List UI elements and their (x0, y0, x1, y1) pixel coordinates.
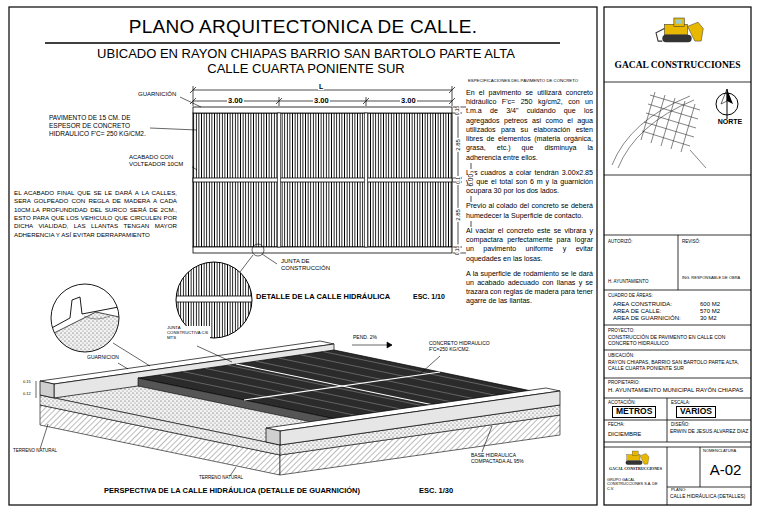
spec-title: ESPECIFICACIONES DEL PAVIMENTO DE CONCRE… (467, 79, 579, 83)
cell-value: A-02 (704, 461, 747, 478)
title-block-cell: NOMENCLATURA A-02 (701, 448, 750, 486)
part-label: GUARNICION (86, 355, 120, 360)
title-block-cell: NORTE (605, 83, 750, 174)
title-block-cell: GACAL CONSTRUCCIONES GRUPO GACAL CONSTRUC… (605, 448, 666, 504)
cell-heading: PROPIETARIO: (608, 380, 640, 385)
cell-heading: REVISÓ: (682, 239, 742, 244)
title-block-cell: REVISÓ: ING. RESPONSABLE DE OBRA (679, 236, 750, 289)
dimension: 3.00 (400, 97, 417, 105)
cell-value: H. AYUNTAMIENTO MUNICIPAL RAYÓN CHIAPAS (608, 387, 748, 394)
part-label: CONCRETO HIDRAULICO F'C=250 KG/CM2. (428, 341, 510, 353)
title-block-cell: ACOTACIÓN:METROS (605, 399, 666, 419)
note: ACABADO CON VOLTEADOR 10CM (128, 154, 192, 168)
dimension: 3.00 (227, 97, 244, 105)
note: EL ACABADO FINAL QUE SE LE DARÁ A LA CAL… (13, 189, 178, 239)
cell-value: 600 M2 (700, 301, 720, 308)
title-block-cell: GACAL CONSTRUCCIONES (605, 10, 750, 81)
title-block-cell: PROYECTO: CONSTRUCCIÓN DE PAVIMENTO EN CA… (605, 326, 750, 349)
part-label: TERRENO NATURAL (198, 476, 244, 481)
cell-value: ING. RESPONSABLE DE OBRA (682, 276, 748, 281)
title-block-cell: PROPIETARIO: H. AYUNTAMIENTO MUNICIPAL RA… (605, 379, 750, 397)
sheet-title: PLANO ARQUITECTONICA DE CALLE. (0, 16, 606, 38)
cell-heading: GACAL CONSTRUCCIONES (607, 60, 748, 71)
part-label: GUARNICIÓN (137, 91, 177, 98)
cell-value: 30 M2 (700, 315, 717, 322)
dimension: 0.12 (22, 392, 32, 396)
title-block-cell: ESCALA:VARIOS (668, 399, 750, 419)
spec-paragraph: A la superficie de rodamiento se le dará… (466, 270, 593, 307)
detail-title: PERSPECTIVA DE LA CALLE HIDRÁULICA (DETA… (103, 487, 361, 495)
spec-paragraph: En el pavimento se utilizará concreto hi… (466, 89, 593, 163)
part-label: JUNTA CONSTRUCTIVA C/6 MTS (166, 326, 210, 341)
dimension: 0.1 (455, 176, 460, 185)
cell-value: CONSTRUCCIÓN DE PAVIMENTO EN CALLE CON C… (608, 335, 747, 347)
title-block-cell: AUTORIZÓ: H. AYUNTAMIENTO (605, 236, 677, 289)
slope-note: PEND. 2% (352, 335, 378, 340)
cell-value: 570 M2 (700, 308, 720, 315)
spec-paragraph: Al vaciar el concreto este se vibrara y … (466, 227, 593, 264)
cell-heading: NORTE (713, 118, 747, 126)
title-block-cell: UBICACIÓN: RAYON CHIAPAS, BARRIO SAN BART… (605, 351, 750, 377)
dimension: 6.00 (468, 172, 475, 187)
cell-heading: GACAL CONSTRUCCIONES (607, 467, 664, 472)
cell-value: METROS (612, 406, 656, 418)
cell-heading: NOMENCLATURA (703, 449, 748, 454)
cell-value: AREA CONSTRUIDA: (613, 301, 672, 308)
cell-value: DICIEMBRE (608, 431, 664, 438)
cell-heading: FECHA: (608, 422, 625, 427)
cell-value: GRUPO GACAL CONSTRUCCIONES S.A. DE C.V. (607, 478, 664, 491)
subtitle: UBICADO EN RAYON CHIAPAS BARRIO SAN BART… (80, 47, 532, 77)
dimension: 2.85 (455, 138, 461, 152)
dimension: 0.15 (455, 104, 460, 116)
part-label: TERRENO NATURAL (12, 449, 58, 454)
part-label: BASE HIDRAULICA COMPACTADA AL 95% (470, 453, 550, 465)
cell-heading: ESCALA: (671, 400, 690, 405)
cell-heading: UBICACIÓN: (608, 353, 634, 358)
spec-paragraph: Previo al colado del concreto se deberá … (466, 202, 593, 220)
title-block-cell: FECHA: DICIEMBRE (605, 421, 666, 441)
part-label: JUNTA DE CONSTRUCCIÓN (280, 258, 330, 272)
spec-column: En el pavimento se utilizará concreto hi… (466, 89, 593, 307)
cell-value: CALLE HIDRÁULICA (DETALLES) (670, 494, 749, 500)
title-block-cell: PLANO:CALLE HIDRÁULICA (DETALLES) (668, 488, 750, 505)
cell-heading: DISEÑO: (671, 422, 690, 427)
dimension: 0.15 (22, 380, 32, 384)
note: PAVIMENTO DE 15 CM. DE ESPESOR DE CONCRE… (48, 114, 150, 137)
cell-heading: CUADRO DE ÁREAS: (608, 293, 653, 298)
title-block-cell: CUADRO DE ÁREAS: AREA CONSTRUIDA: 600 M2 AR… (605, 291, 750, 324)
detail-title: DETALLE DE LA CALLE HIDRÁULICA (255, 293, 391, 301)
scale-note: ESC. 1/30 (418, 487, 454, 495)
cell-heading: PROYECTO: (608, 328, 634, 333)
cell-value: AREA DE CALLE: (613, 308, 661, 315)
cell-heading: PLANO: (671, 488, 686, 493)
cell-value: VARIOS (676, 406, 716, 418)
dimension: 2.85 (455, 208, 461, 222)
cell-value: AREA DE GUARNICIÓN: (613, 315, 681, 322)
dimension: L (318, 83, 324, 90)
dimension: 0.15 (455, 244, 460, 256)
cell-value: RAYON CHIAPAS, BARRIO SAN BARTOLO PARTE … (608, 360, 747, 372)
title-block-cell: DISEÑO: ERWIN DE JESUS ALVAREZ DIAZ (668, 421, 750, 441)
cell-value: ERWIN DE JESUS ALVAREZ DIAZ (670, 429, 749, 435)
dimension: 3.00 (313, 97, 330, 105)
cell-heading: ACOTACIÓN: (608, 400, 636, 405)
scale-note: ESC. 1/10 (412, 293, 446, 300)
spec-paragraph: Los cuadros a colar tendrán 3.00x2.85 ya… (466, 169, 593, 197)
cell-heading: AUTORIZÓ: (608, 239, 668, 244)
cell-value: H. AYUNTAMIENTO (608, 279, 674, 284)
